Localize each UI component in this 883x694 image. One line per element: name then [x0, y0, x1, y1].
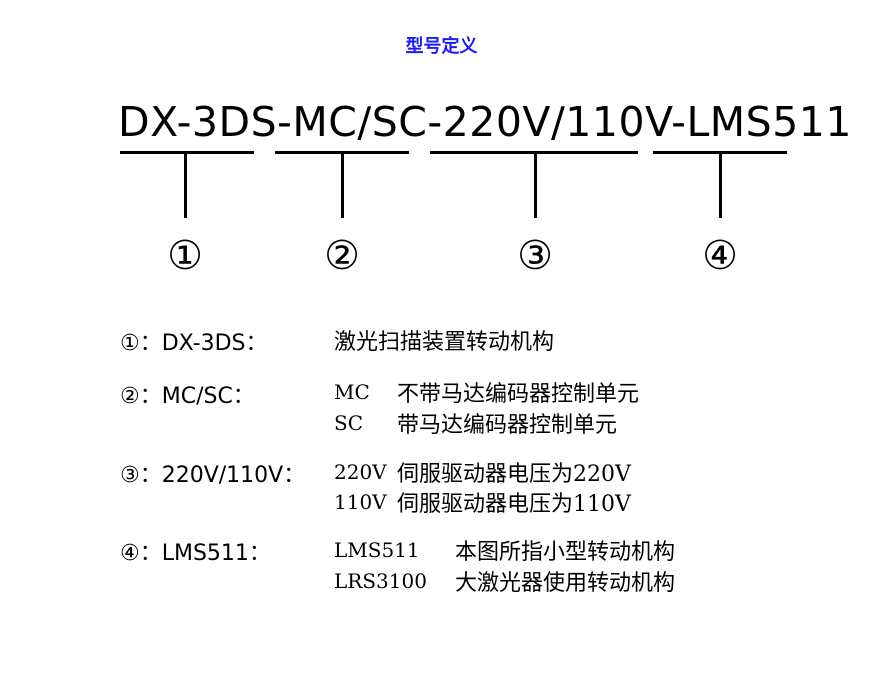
- segment-connector-1: [184, 153, 187, 218]
- segment-connector-2: [341, 153, 344, 218]
- segment-underline-2: [275, 151, 409, 154]
- definition-label-3: ③：220V/110V：: [120, 463, 306, 488]
- definition-label-2: ②：MC/SC：: [120, 384, 255, 409]
- definition-code: MC: [334, 380, 370, 404]
- segment-connector-4: [719, 153, 722, 218]
- definition-desc: 大激光器使用转动机构: [455, 571, 676, 596]
- segment-underline-4: [653, 151, 787, 154]
- marker-2: ②: [324, 233, 360, 279]
- definition-code: LRS3100: [334, 569, 427, 593]
- definition-desc: 带马达编码器控制单元: [397, 413, 618, 438]
- segment-underline-1: [120, 151, 254, 154]
- definition-code: LMS511: [334, 538, 420, 562]
- definition-code: SC: [334, 411, 364, 435]
- segment-underline-3: [430, 151, 638, 154]
- model-number: DX-3DS-MC/SC-220V/110V-LMS511: [118, 98, 852, 146]
- marker-4: ④: [702, 233, 738, 279]
- definition-desc: 伺服驱动器电压为220V: [397, 462, 631, 487]
- definition-code: 110V: [334, 490, 387, 514]
- definition-label-4: ④：LMS511：: [120, 541, 271, 566]
- definition-desc: 伺服驱动器电压为110V: [397, 492, 631, 517]
- definition-desc: 激光扫描装置转动机构: [334, 330, 555, 355]
- marker-1: ①: [167, 233, 203, 279]
- segment-connector-3: [534, 153, 537, 218]
- page-title: 型号定义: [405, 36, 478, 57]
- definition-desc: 本图所指小型转动机构: [455, 540, 676, 565]
- marker-3: ③: [517, 233, 553, 279]
- definition-desc: 不带马达编码器控制单元: [397, 382, 640, 407]
- definition-label-1: ①：DX-3DS：: [120, 331, 268, 356]
- definition-code: 220V: [334, 460, 387, 484]
